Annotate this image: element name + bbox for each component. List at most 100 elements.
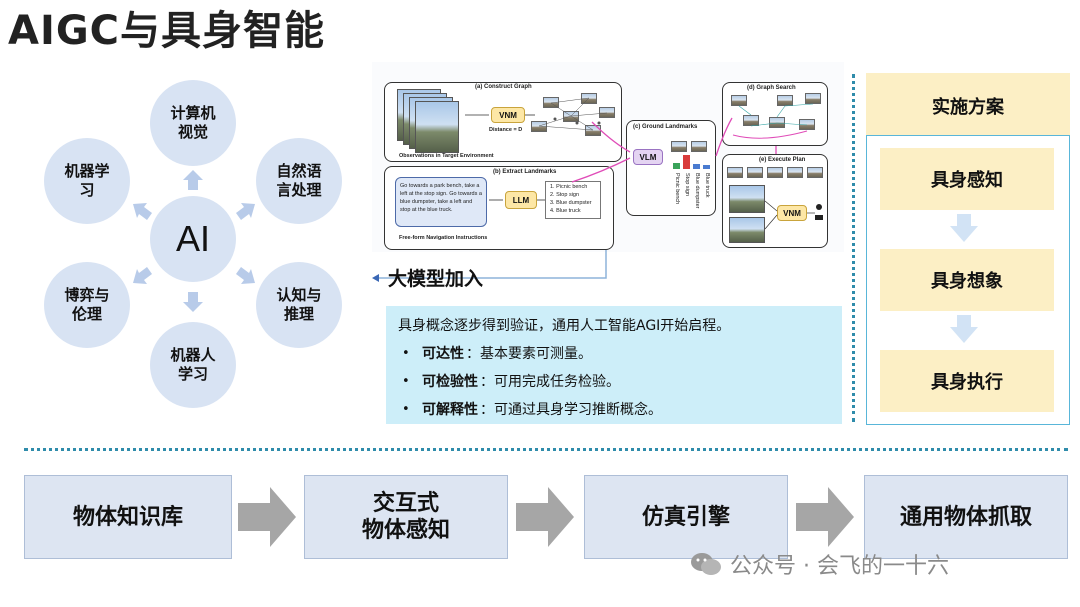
observation-image [415,101,459,153]
panel-construct-graph: (a) Construct Graph Observations in Targ… [384,82,622,162]
bullet-term: 可解释性 [422,402,478,418]
navigation-figure: (a) Construct Graph Observations in Targ… [372,62,844,252]
plan-image [807,167,823,178]
node-robot-learning: 机器人 学习 [150,322,236,408]
panel-extract-landmarks: (b) Extract Landmarks Go towards a park … [384,166,614,250]
search-edges [732,103,814,139]
llm-module: LLM [505,191,537,209]
watermark-text: 公众号 · 会飞的一十六 [730,554,949,579]
current-view [729,185,765,213]
arrow-up [183,170,203,190]
candidate-image [671,141,687,152]
panel-title: (a) Construct Graph [475,84,532,90]
watermark: 公众号 · 会飞的一十六 [690,548,949,580]
graph-edges [465,97,608,131]
info-box: 具身概念逐步得到验证，通用人工智能AGI开始启程。 • 可达性 ：基本要素可测量… [386,306,842,424]
stage-simulation-engine: 仿真引擎 [584,475,788,559]
extract-arrows [489,199,545,201]
stage-object-knowledge-base: 物体知识库 [24,475,232,559]
vnm-module-execute: VNM [777,205,807,221]
arrow-lower-right [236,267,255,284]
bar-label: Picnic bench [674,173,680,205]
graph-node-image [769,117,785,128]
panel-execute-plan: (e) Execute Plan VNM [722,154,828,248]
step-perception: 具身感知 [880,148,1054,210]
instruction-bubble: Go towards a park bench, take a left at … [395,177,487,227]
graph-node-image [731,95,747,106]
bar-picnic-bench [673,163,680,169]
stage-universal-grasping: 通用物体抓取 [864,475,1068,559]
bar-stop-sign [683,155,690,169]
right-arrow-icon [238,487,296,547]
right-arrow-icon [796,487,854,547]
bullet-dot: • [402,346,410,361]
plan-image [787,167,803,178]
panel-title: (c) Ground Landmarks [633,124,698,130]
arrow-upper-left [133,203,152,220]
bullet-desc: ：可用完成任务检验。 [480,374,620,390]
arrow-down [183,292,203,312]
landmark-item: 4. Blue truck [550,208,581,214]
panel-title: (d) Graph Search [747,85,796,91]
bullet-desc: ：可通过具身学习推断概念。 [480,402,662,418]
right-arrow-icon [516,487,574,547]
bar-blue-truck [703,165,710,169]
vnm-module: VNM [491,107,525,123]
down-arrow-icon [950,214,978,242]
vertical-divider [852,74,855,422]
bar-label: Blue dumpster [694,173,700,209]
plan-image [747,167,763,178]
arrow-upper-right [236,203,255,220]
graph-node-image [805,93,821,104]
bar-label: Blue truck [704,173,710,198]
candidate-image [691,141,707,152]
panel-title: (b) Extract Landmarks [493,169,557,175]
panel-ground-landmarks: (c) Ground Landmarks VLM Picnic bench St… [626,120,716,216]
node-game-ethics: 博弈与 伦理 [44,262,130,348]
bar-label: Stop sign [684,173,690,196]
bracket-connector [372,250,607,282]
plan-header: 实施方案 [866,73,1070,139]
ai-hub: AI [150,196,236,282]
info-intro: 具身概念逐步得到验证，通用人工智能AGI开始启程。 [398,318,731,334]
stage-interactive-perception: 交互式 物体感知 [304,475,508,559]
node-nlp: 自然语 言处理 [256,138,342,224]
landmark-list: 1. Picnic bench 2. Stop sign 3. Blue dum… [545,181,601,219]
arrow-lower-left [133,267,152,284]
landmark-item: 1. Picnic bench [550,184,588,190]
plan-image [767,167,783,178]
graph-node-image [743,115,759,126]
node-computer-vision: 计算机 视觉 [150,80,236,166]
step-execution: 具身执行 [880,350,1054,412]
instructions-caption: Free-form Navigation Instructions [399,235,488,241]
graph-node-image [599,107,615,118]
landmark-item: 2. Stop sign [550,192,580,198]
graph-node-image [777,95,793,106]
bullet-dot: • [402,374,410,389]
execute-arrows [764,200,823,230]
grounding-bars [673,155,710,169]
graph-node-image [563,111,579,122]
landmark-item: 3. Blue dumpster [550,200,592,206]
down-arrow-icon [950,315,978,343]
panel-graph-search: (d) Graph Search [722,82,828,146]
bullet-term: 可检验性 [422,374,478,390]
node-cognition-reasoning: 认知与 推理 [256,262,342,348]
bar-blue-dumpster [693,164,700,169]
bullet-item: • 可检验性 ：可用完成任务检验。 [398,372,830,392]
bullet-desc: ：基本要素可测量。 [466,346,592,362]
wechat-icon [691,553,721,575]
observation-caption: Observations in Target Environment [399,153,494,159]
wheel-arrows [133,170,255,312]
bullet-item: • 可达性 ：基本要素可测量。 [398,344,830,364]
bullet-term: 可达性 [422,346,464,362]
vlm-module: VLM [633,149,663,165]
node-machine-learning: 机器学 习 [44,138,130,224]
plan-image [727,167,743,178]
big-model-label: 大模型加入 [388,268,484,290]
page-title: AIGC与具身智能 [8,8,326,54]
graph-node-image [543,97,559,108]
goal-view [729,217,765,243]
horizontal-divider [24,448,1068,451]
bullet-item: • 可解释性 ：可通过具身学习推断概念。 [398,400,830,420]
